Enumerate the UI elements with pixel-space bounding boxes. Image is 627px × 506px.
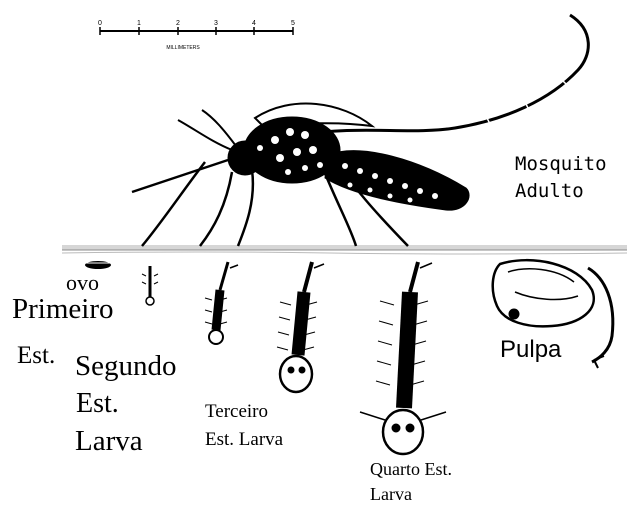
water-surface <box>62 245 627 254</box>
label-adult-line2: Adulto <box>515 182 584 201</box>
label-fourth-line1: Quarto Est. <box>370 460 452 478</box>
label-second-line2: Est. <box>76 390 119 418</box>
label-second-line1: Segundo <box>75 352 177 381</box>
scale-tick-label: 2 <box>176 20 180 27</box>
scale-bar-caption: MILLIMETERS <box>166 45 200 51</box>
label-adult-line1: Mosquito <box>515 155 607 174</box>
fourth-instar-larva <box>360 262 446 454</box>
first-instar-larva <box>142 266 158 305</box>
adult-mosquito <box>132 15 588 246</box>
label-third-line1: Terceiro <box>205 402 268 421</box>
scale-bar: 0 1 2 3 4 5 MILLIMETERS <box>98 20 295 51</box>
label-fourth-line2: Larva <box>370 485 412 503</box>
scale-tick-label: 4 <box>252 20 256 27</box>
scale-tick-label: 5 <box>291 20 295 27</box>
label-egg: ovo <box>66 272 99 294</box>
label-third-line2: Est. Larva <box>205 430 283 449</box>
scale-tick-label: 1 <box>137 20 141 27</box>
scale-tick-label: 0 <box>98 20 102 27</box>
label-second-line3: Larva <box>75 427 143 456</box>
label-pupa: Pulpa <box>500 338 561 362</box>
scale-tick-label: 3 <box>214 20 218 27</box>
label-first-line2: Est. <box>17 343 55 368</box>
third-instar-larva <box>277 262 324 392</box>
label-first-line1: Primeiro <box>12 295 114 324</box>
second-instar-larva <box>205 262 238 344</box>
egg-raft <box>85 261 111 269</box>
